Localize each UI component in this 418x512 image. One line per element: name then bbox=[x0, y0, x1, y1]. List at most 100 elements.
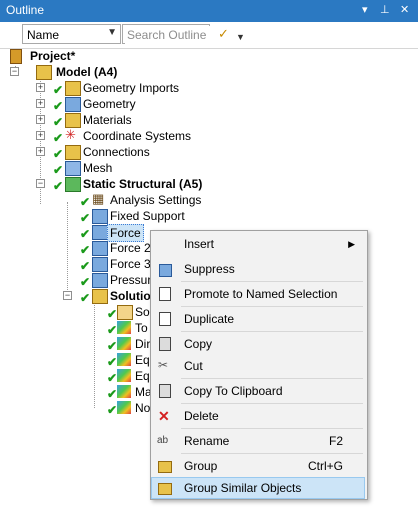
menu-label: Promote to Named Selection bbox=[184, 287, 338, 301]
search-box[interactable] bbox=[122, 24, 211, 44]
menu-separator bbox=[181, 331, 363, 332]
tree-label: To bbox=[135, 321, 148, 335]
check-icon: ✔ bbox=[80, 259, 91, 273]
geometry-imports-icon bbox=[65, 81, 81, 96]
check-icon: ✔ bbox=[53, 83, 64, 97]
check-icon: ✔ bbox=[80, 243, 91, 257]
coordinate-axes-icon: ✳ bbox=[65, 127, 76, 142]
collapse-icon[interactable]: − bbox=[63, 290, 72, 300]
delete-x-icon: ✕ bbox=[158, 408, 170, 424]
filter-value: Name bbox=[27, 28, 60, 42]
menu-label: Suppress bbox=[184, 262, 235, 276]
expand-icon[interactable]: + bbox=[36, 130, 45, 140]
analysis-settings-icon: ▦ bbox=[92, 191, 105, 206]
pressure-icon bbox=[92, 273, 108, 288]
menu-separator bbox=[181, 281, 363, 282]
solution-icon bbox=[92, 289, 108, 304]
menu-item-cut[interactable]: ✂ Cut bbox=[151, 355, 365, 377]
tree-label: Materials bbox=[83, 113, 132, 127]
check-icon: ✔ bbox=[80, 195, 91, 209]
force-icon bbox=[92, 225, 108, 240]
expand-icon[interactable]: + bbox=[36, 82, 45, 92]
menu-item-delete[interactable]: ✕ Delete bbox=[151, 405, 365, 427]
folder-icon bbox=[158, 461, 172, 473]
outline-toolbar: Name ▼ ✓ ▼ bbox=[0, 22, 418, 49]
tree-label: Analysis Settings bbox=[110, 193, 202, 207]
tree-label: Static Structural (A5) bbox=[83, 177, 203, 191]
scissors-icon: ✂ bbox=[158, 358, 169, 372]
tree-label: Ma bbox=[135, 385, 152, 399]
filter-select[interactable]: Name ▼ bbox=[22, 24, 121, 44]
result-contour-icon bbox=[117, 353, 131, 366]
menu-label: Copy bbox=[184, 337, 213, 351]
mesh-icon bbox=[65, 161, 81, 176]
expand-icon[interactable]: + bbox=[36, 146, 45, 156]
check-icon: ✔ bbox=[107, 323, 118, 337]
rename-icon: ab bbox=[157, 435, 169, 446]
tree-label: Pressure bbox=[110, 273, 159, 287]
toolbar-dropdown-icon[interactable]: ▼ bbox=[236, 32, 245, 42]
check-icon: ✔ bbox=[53, 163, 64, 177]
menu-label: Duplicate bbox=[184, 312, 235, 326]
force-icon bbox=[92, 241, 108, 256]
close-icon[interactable]: ✕ bbox=[400, 4, 410, 16]
check-icon: ✔ bbox=[107, 339, 118, 353]
expand-icon[interactable]: + bbox=[36, 98, 45, 108]
static-structural-icon bbox=[65, 177, 81, 192]
tree-label: Sol bbox=[135, 305, 153, 319]
menu-label: Delete bbox=[184, 409, 219, 423]
project-icon bbox=[10, 49, 22, 64]
check-icon: ✔ bbox=[53, 99, 64, 113]
check-icon: ✔ bbox=[80, 211, 91, 225]
suppress-icon bbox=[159, 264, 172, 277]
check-icon: ✔ bbox=[80, 291, 91, 305]
check-icon: ✔ bbox=[80, 275, 91, 289]
shortcut-label: Ctrl+G bbox=[307, 459, 343, 473]
named-selection-icon bbox=[159, 287, 171, 301]
window-title: Outline bbox=[6, 3, 45, 17]
check-icon: ✔ bbox=[107, 387, 118, 401]
menu-item-copy[interactable]: Copy bbox=[151, 333, 365, 355]
collapse-icon[interactable]: − bbox=[36, 178, 45, 188]
check-icon: ✔ bbox=[80, 227, 91, 241]
model-icon bbox=[36, 65, 52, 80]
check-icon: ✔ bbox=[107, 355, 118, 369]
menu-item-suppress[interactable]: Suppress bbox=[151, 258, 365, 280]
menu-label: Copy To Clipboard bbox=[184, 384, 283, 398]
tree-label: Force bbox=[107, 224, 144, 242]
menu-label: Cut bbox=[184, 359, 203, 373]
check-icon: ✔ bbox=[107, 307, 118, 321]
search-input[interactable] bbox=[125, 26, 211, 44]
tree-label: Coordinate Systems bbox=[83, 129, 192, 143]
chevron-down-icon: ▼ bbox=[107, 27, 117, 38]
tree-label: Eq bbox=[135, 369, 150, 383]
pin-icon[interactable]: ⊥ bbox=[380, 4, 390, 16]
menu-item-promote[interactable]: Promote to Named Selection bbox=[151, 283, 365, 305]
menu-label: Group bbox=[184, 459, 218, 473]
dropdown-icon[interactable]: ▾ bbox=[362, 4, 368, 16]
menu-item-group-similar[interactable]: Group Similar Objects bbox=[151, 477, 365, 499]
force-icon bbox=[92, 257, 108, 272]
tree-label: Force 2 bbox=[110, 241, 151, 255]
fixed-support-icon bbox=[92, 209, 108, 224]
tree-label: Model (A4) bbox=[56, 65, 118, 79]
context-menu: Insert ▶ Suppress Promote to Named Selec… bbox=[150, 230, 368, 500]
tree-line bbox=[67, 202, 68, 300]
result-contour-icon bbox=[117, 401, 131, 414]
tree-label: Solution bbox=[110, 289, 158, 303]
collapse-icon[interactable]: − bbox=[10, 66, 19, 76]
menu-item-rename[interactable]: ab Rename F2 bbox=[151, 430, 365, 452]
check-icon: ✔ bbox=[107, 371, 118, 385]
check-icon: ✔ bbox=[53, 179, 64, 193]
expand-icon[interactable]: + bbox=[36, 114, 45, 124]
menu-item-duplicate[interactable]: Duplicate bbox=[151, 308, 365, 330]
menu-item-copy-to-clipboard[interactable]: Copy To Clipboard bbox=[151, 380, 365, 402]
result-contour-icon bbox=[117, 337, 131, 350]
menu-label: Insert bbox=[184, 237, 215, 251]
search-options-icon[interactable]: ✓ bbox=[218, 26, 229, 41]
menu-item-insert[interactable]: Insert ▶ bbox=[151, 233, 365, 255]
tree-label: Dir bbox=[135, 337, 151, 351]
clipboard-icon bbox=[159, 384, 171, 398]
menu-item-group[interactable]: Group Ctrl+G bbox=[151, 455, 365, 477]
result-contour-icon bbox=[117, 385, 131, 398]
